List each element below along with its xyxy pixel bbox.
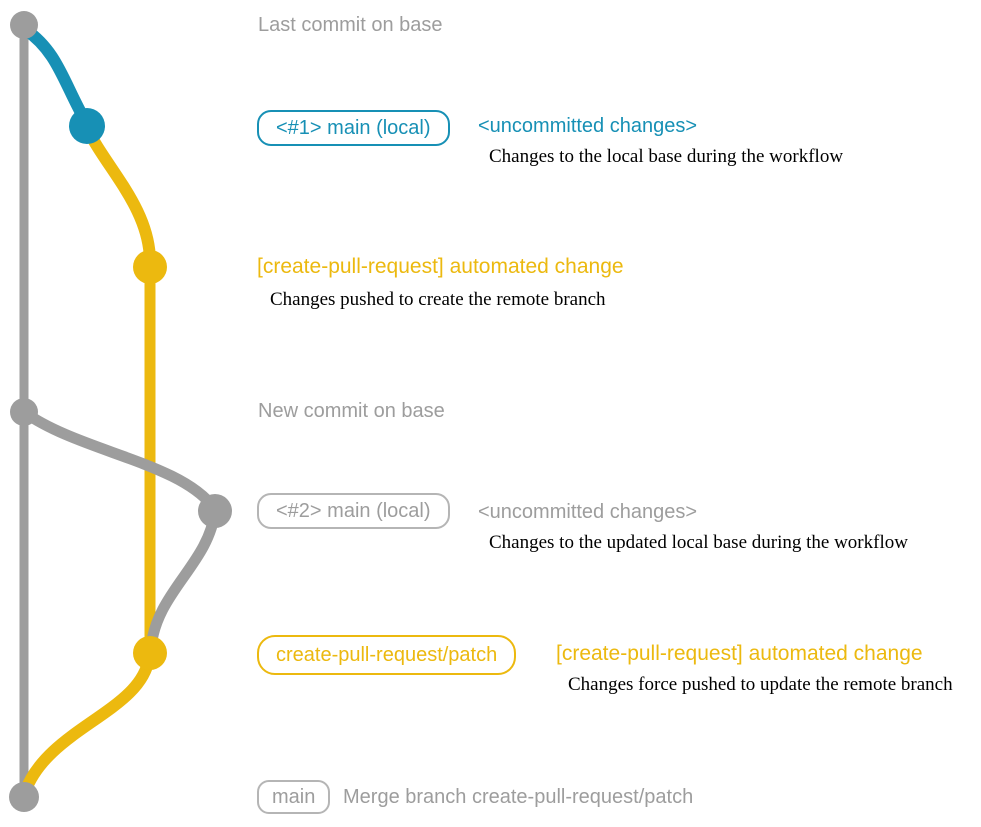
merge-curve [19, 652, 155, 798]
label-uncommitted-changes-1: <uncommitted changes> [478, 115, 698, 137]
branch-tag-main-local-1: <#1> main (local) [257, 110, 450, 146]
desc-automated-change-2: Changes force pushed to update the remot… [568, 674, 953, 695]
local-main-branch-curve-1 [20, 24, 92, 128]
label-new-commit-on-base: New commit on base [258, 400, 445, 422]
branch-tag-create-pull-request-patch-label: create-pull-request/patch [276, 643, 498, 666]
commit-node-new-base [10, 398, 38, 426]
commit-node-local-main-2 [198, 494, 232, 528]
commit-node-automated-1 [133, 250, 167, 284]
label-merge-branch: Merge branch create-pull-request/patch [343, 786, 694, 808]
rebase-curve-2 [145, 505, 221, 654]
branch-tag-main-label: main [272, 785, 316, 808]
commit-node-merge [9, 782, 39, 812]
branch-tag-main-local-2: <#2> main (local) [257, 493, 450, 529]
commit-node-automated-2 [133, 636, 167, 670]
desc-automated-change-1: Changes pushed to create the remote bran… [270, 289, 606, 310]
patch-branch-create-curve [81, 122, 156, 268]
branch-tag-main-local-1-label: <#1> main (local) [276, 116, 431, 139]
branch-tag-main: main [257, 780, 331, 814]
branch-tag-create-pull-request-patch: create-pull-request/patch [257, 635, 517, 675]
commit-node-local-main-1 [69, 108, 105, 144]
label-last-commit-on-base: Last commit on base [258, 14, 443, 36]
label-automated-change-1: [create-pull-request] automated change [257, 255, 624, 278]
branch-tag-main-local-2-label: <#2> main (local) [276, 499, 431, 522]
commit-node-last-base [10, 11, 38, 39]
desc-uncommitted-changes-2: Changes to the updated local base during… [489, 532, 908, 553]
label-automated-change-2: [create-pull-request] automated change [556, 642, 923, 665]
desc-uncommitted-changes-1: Changes to the local base during the wor… [489, 146, 844, 167]
label-uncommitted-changes-2: <uncommitted changes> [478, 501, 698, 523]
rebase-curve-1 [18, 406, 220, 514]
